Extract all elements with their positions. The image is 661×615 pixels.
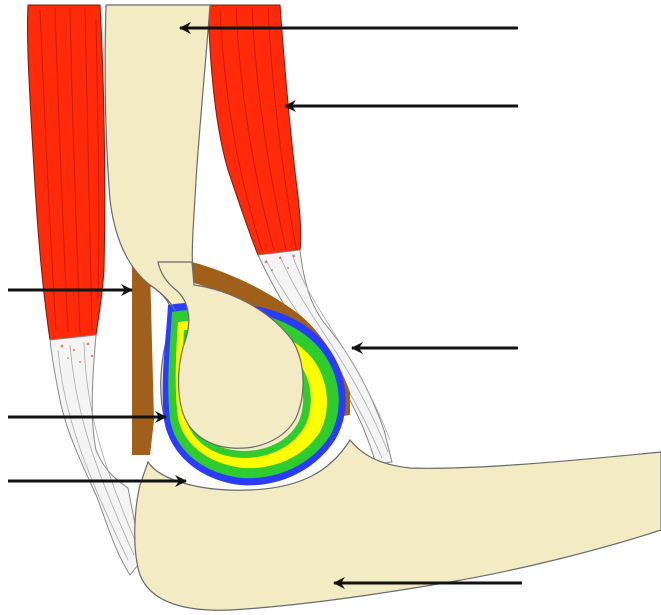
biceps-muscle: [208, 5, 301, 255]
triceps-tendon: [50, 335, 142, 575]
